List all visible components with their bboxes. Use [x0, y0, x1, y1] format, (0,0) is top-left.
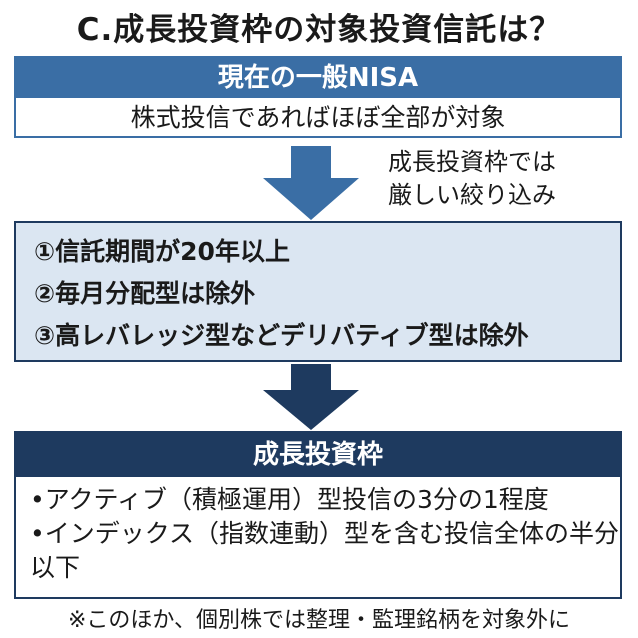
- footnote: ※このほか、個別株では整理・監理銘柄を対象外に: [68, 608, 570, 633]
- down-arrow-icon: [263, 364, 359, 430]
- page-title: C.成長投資枠の対象投資信託は？: [76, 12, 562, 48]
- growth-quota-bullet: •アクティブ（積極運用）型投信の3分の1程度: [30, 485, 549, 514]
- growth-quota-heading: 成長投資枠: [16, 433, 620, 477]
- transition-note-line1: 成長投資枠では: [388, 148, 556, 176]
- transition-note: 成長投資枠では 厳しい絞り込み: [388, 146, 556, 212]
- current-nisa-heading: 現在の一般NISA: [16, 58, 620, 98]
- condition-item: ③高レバレッジ型などデリバティブ型は除外: [34, 321, 529, 350]
- current-nisa-box: 現在の一般NISA 株式投信であればほぼ全部が対象: [14, 56, 622, 138]
- transition-note-line2: 厳しい絞り込み: [388, 181, 556, 209]
- current-nisa-description: 株式投信であればほぼ全部が対象: [130, 103, 506, 132]
- condition-item: ②毎月分配型は除外: [34, 279, 256, 308]
- conditions-box: ①信託期間が20年以上 ②毎月分配型は除外 ③高レバレッジ型などデリバティブ型は…: [14, 221, 622, 362]
- condition-item: ①信託期間が20年以上: [34, 237, 290, 266]
- down-arrow-icon: [263, 146, 359, 220]
- growth-quota-bullet: •インデックス（指数連動）型を含む投信全体の半分以下: [30, 519, 619, 582]
- growth-quota-box: 成長投資枠 •アクティブ（積極運用）型投信の3分の1程度 •インデックス（指数連…: [14, 431, 622, 599]
